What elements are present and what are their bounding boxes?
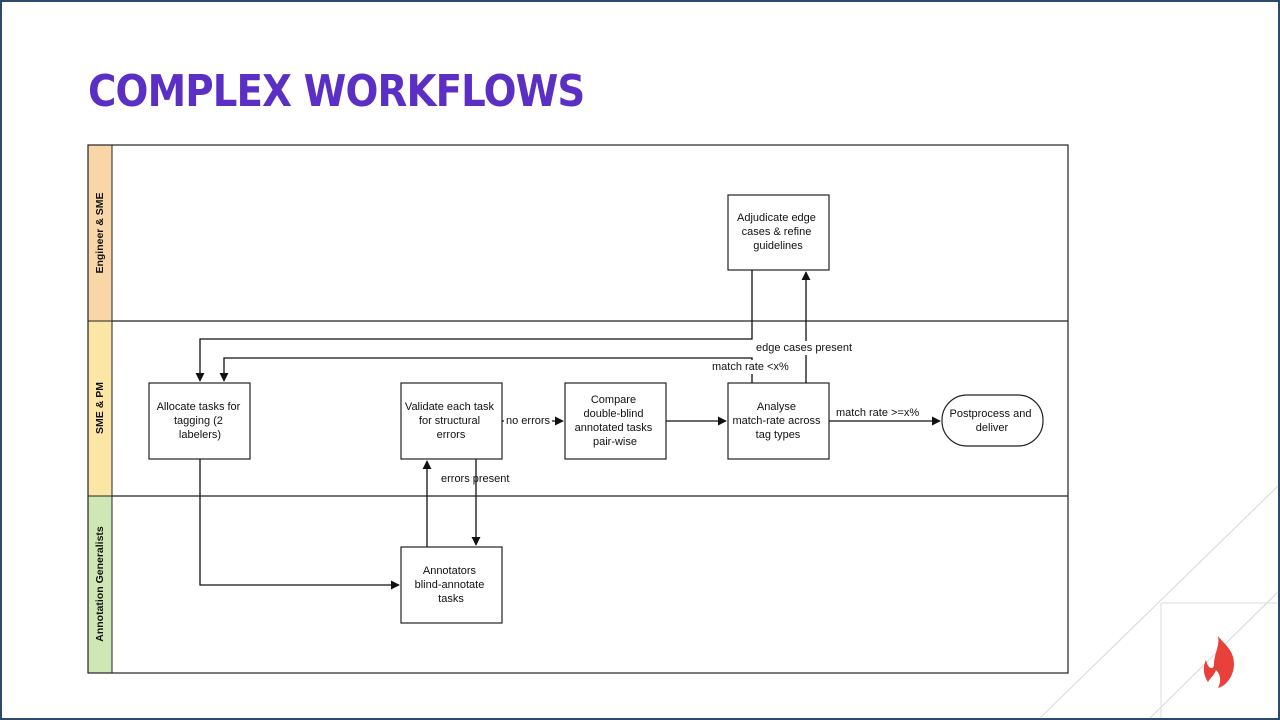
analyse-box: [727, 382, 830, 460]
allocate-box: [148, 382, 251, 460]
no-errors-label: no errors: [506, 415, 551, 427]
lane-label-annotation-generalists: Annotation Generalists: [94, 526, 106, 642]
compare-box: [564, 382, 667, 460]
annotators-label: Annotators blind-annotate tasks: [415, 565, 488, 605]
adjudicate-label: Adjudicate edge cases & refine guideline…: [737, 212, 819, 252]
match-rate-high-label: match rate >=x%: [836, 407, 919, 419]
corner-diagonal-line-1: [1039, 485, 1279, 719]
edge-cases-label-bg: [754, 341, 858, 355]
validate-label: Validate each task for structural errors: [405, 401, 497, 441]
match-rate-high-label-bg: [834, 406, 924, 419]
annotators-box: [400, 546, 503, 624]
edge-cases-present-label: edge cases present: [756, 342, 852, 354]
match-rate-low-label: match rate <x%: [712, 361, 789, 373]
lane-strip-engineer-sme: [87, 144, 113, 322]
analyse-label: Analyse match-rate across tag types: [732, 401, 823, 441]
allocate-label: Allocate tasks for tagging (2 labelers): [157, 401, 244, 441]
lane-strip-annotation-generalists: [87, 495, 113, 674]
lane-label-sme-pm: SME & PM: [94, 382, 106, 434]
adjudicate-box: [727, 194, 830, 271]
postprocess-label: Postprocess and deliver: [950, 408, 1035, 434]
flame-icon: [1203, 636, 1234, 688]
errors-present-label: errors present: [441, 473, 509, 485]
compare-label: Compare double-blind annotated tasks pai…: [575, 394, 656, 448]
edge-adjudicate-to-allocate: [195, 270, 753, 382]
no-errors-label-bg: [504, 413, 552, 427]
match-rate-low-label-bg: [710, 360, 792, 374]
corner-diagonal-line-2: [1149, 591, 1279, 719]
diagram-border: [87, 144, 1069, 674]
lane-label-engineer-sme: Engineer & SME: [94, 192, 106, 273]
postprocess-terminal: [941, 394, 1044, 447]
slide-title: COMPLEX WORKFLOWS: [88, 66, 585, 117]
edge-allocate-to-annotators: [199, 459, 400, 590]
